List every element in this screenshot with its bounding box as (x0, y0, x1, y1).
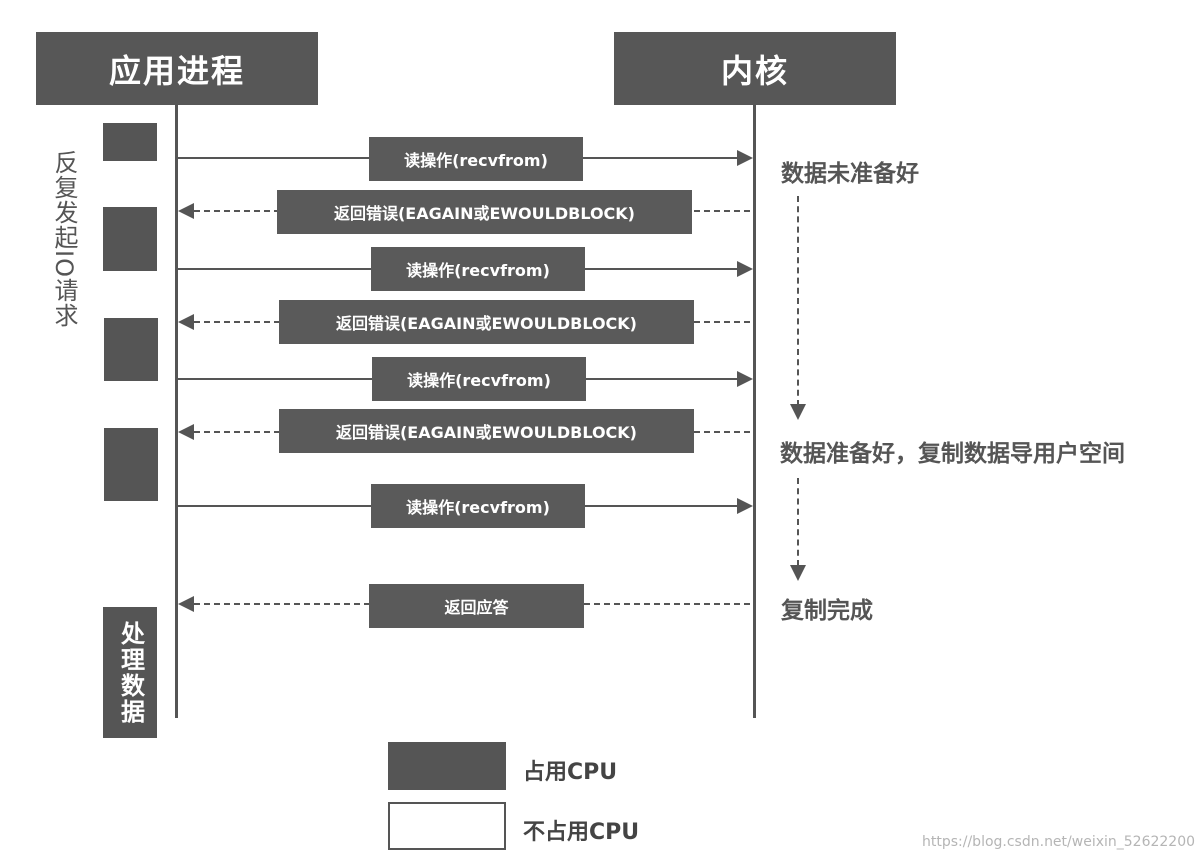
message-label: 读操作(recvfrom) (406, 261, 550, 280)
kernel-progress-line (797, 196, 799, 406)
message-label: 读操作(recvfrom) (407, 371, 551, 390)
message-box: 读操作(recvfrom) (371, 484, 585, 528)
kernel-progress-line (797, 478, 799, 566)
message-label: 读操作(recvfrom) (404, 151, 548, 170)
cpu-block (103, 207, 157, 271)
message-box: 读操作(recvfrom) (369, 137, 583, 181)
cpu-block (104, 428, 158, 501)
arrow-left-icon (178, 596, 194, 612)
arrow-left-icon (178, 424, 194, 440)
process-data-label: 处理数据 (116, 620, 145, 725)
message-box: 读操作(recvfrom) (372, 357, 586, 401)
message-box: 返回错误(EAGAIN或EWOULDBLOCK) (279, 300, 694, 344)
legend-label-cpu-not-used: 不占用CPU (523, 820, 640, 845)
arrow-right-icon (737, 261, 753, 277)
arrow-right-icon (737, 498, 753, 514)
arrow-left-icon (178, 314, 194, 330)
message-box: 返回应答 (369, 584, 584, 628)
process-header: 应用进程 (36, 32, 318, 105)
message-box: 返回错误(EAGAIN或EWOULDBLOCK) (277, 190, 692, 234)
kernel-state-label: 数据准备好，复制数据导用户空间 (780, 441, 1125, 467)
legend-swatch-cpu-not-used (388, 802, 506, 850)
arrow-right-icon (737, 371, 753, 387)
repeat-io-request-label: 反复发起IO请求 (50, 150, 78, 328)
legend-swatch-cpu-used (388, 742, 506, 790)
arrow-left-icon (178, 203, 194, 219)
arrow-down-icon (790, 404, 806, 420)
message-label: 读操作(recvfrom) (406, 498, 550, 517)
cpu-block (104, 318, 158, 381)
process-lifeline (175, 105, 178, 718)
arrow-right-icon (737, 150, 753, 166)
message-label: 返回应答 (444, 598, 509, 617)
arrow-down-icon (790, 565, 806, 581)
kernel-header-label: 内核 (720, 51, 789, 90)
message-box: 读操作(recvfrom) (371, 247, 585, 291)
legend-label-cpu-used: 占用CPU (523, 760, 618, 785)
process-data-block: 处理数据 (103, 607, 157, 738)
kernel-lifeline (753, 105, 756, 718)
process-header-label: 应用进程 (108, 51, 245, 90)
message-box: 返回错误(EAGAIN或EWOULDBLOCK) (279, 409, 694, 453)
message-label: 返回错误(EAGAIN或EWOULDBLOCK) (333, 204, 635, 223)
message-label: 返回错误(EAGAIN或EWOULDBLOCK) (335, 423, 637, 442)
watermark: https://blog.csdn.net/weixin_52622200 (922, 834, 1196, 850)
message-label: 返回错误(EAGAIN或EWOULDBLOCK) (335, 314, 637, 333)
cpu-block (103, 123, 157, 161)
kernel-header: 内核 (614, 32, 896, 105)
kernel-state-label: 数据未准备好 (781, 161, 919, 187)
kernel-state-label: 复制完成 (781, 598, 873, 624)
